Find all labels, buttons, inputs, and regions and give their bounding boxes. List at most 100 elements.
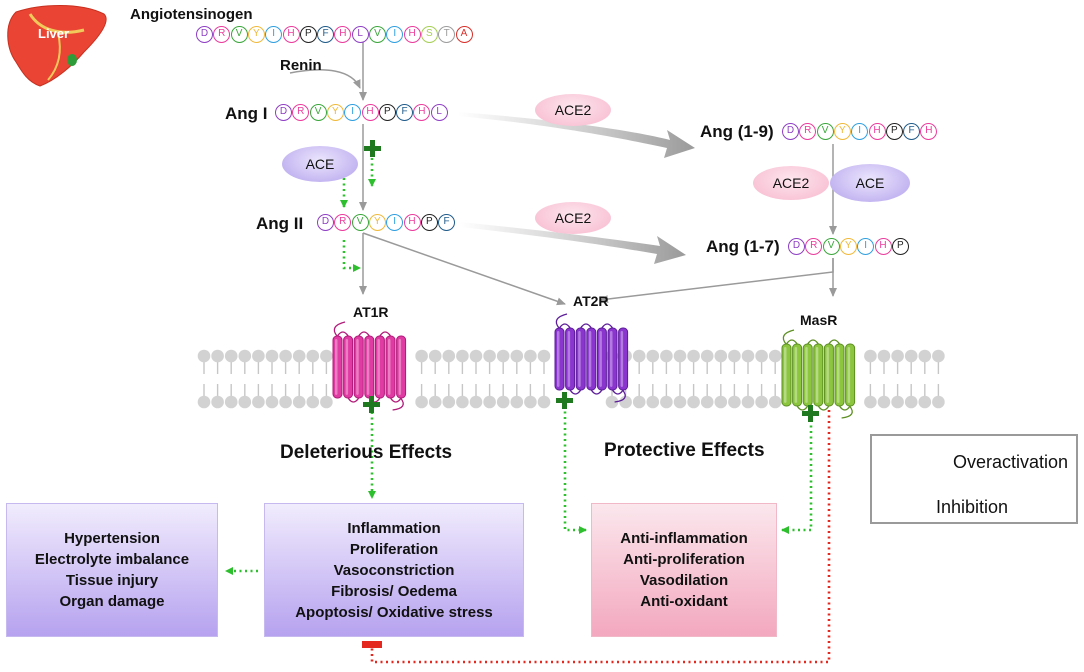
residue-bead: R — [213, 26, 231, 43]
protective-effects-box: Anti-inflammation Anti-proliferation Vas… — [591, 503, 777, 637]
protective-item: Vasodilation — [639, 572, 729, 589]
residue-bead: A — [455, 26, 473, 43]
residue-bead: S — [420, 26, 438, 43]
outcome-item: Tissue injury — [65, 572, 159, 589]
residue-bead: Y — [839, 238, 857, 255]
ang2-overactivation-arrow — [342, 240, 361, 272]
renin-label: Renin — [280, 57, 322, 74]
inhibition-bar — [362, 641, 382, 648]
liver-label: Liver — [38, 26, 70, 41]
plus-icon — [556, 392, 573, 409]
residue-bead: H — [403, 26, 421, 43]
residue-bead: H — [874, 238, 892, 255]
deleterious-item: Vasoconstriction — [333, 561, 455, 579]
ang2-to-at2r-arrow — [362, 232, 566, 306]
residue-bead: Y — [326, 104, 344, 121]
ang2-label: Ang II — [256, 214, 304, 233]
at2r-to-protective-arrow — [563, 406, 587, 534]
deleterious-item: Fibrosis/ Oedema — [331, 582, 457, 600]
ace2-conversion-arrow-ang1 — [458, 112, 695, 158]
residue-bead: D — [782, 123, 799, 140]
residue-bead: I — [851, 123, 869, 140]
residue-bead: D — [317, 214, 334, 231]
legend-inhibition-label: Inhibition — [936, 497, 1009, 517]
plus-icon — [363, 396, 380, 413]
ang17-to-at2r-arrow — [599, 258, 834, 304]
residue-bead: V — [822, 238, 840, 255]
ang17-label: Ang (1-7) — [706, 237, 780, 256]
outcome-item: Electrolyte imbalance — [34, 551, 190, 568]
legend-overactivation-label: Overactivation — [953, 452, 1069, 472]
protective-item: Anti-proliferation — [623, 551, 745, 568]
residue-bead: D — [788, 238, 805, 255]
residue-bead: Y — [833, 123, 851, 140]
at2r-receptor — [554, 313, 629, 403]
residue-bead: V — [230, 26, 248, 43]
ace-enzyme-right: ACE — [830, 164, 910, 202]
residue-bead: H — [920, 123, 938, 140]
deleterious-item: Inflammation — [347, 519, 441, 537]
residue-bead: I — [344, 104, 362, 121]
angiotensinogen-label: Angiotensinogen — [130, 6, 253, 23]
ace2-conversion-arrow-ang2 — [460, 222, 686, 264]
liver-icon — [7, 5, 107, 87]
residue-bead: H — [334, 26, 352, 43]
residue-bead: R — [292, 104, 310, 121]
deleterious-effects-box: Inflammation Proliferation Vasoconstrict… — [264, 503, 524, 637]
residue-bead: Y — [368, 214, 386, 231]
residue-bead: D — [196, 26, 213, 43]
residue-bead: T — [438, 26, 456, 43]
residue-bead: R — [799, 123, 817, 140]
residue-bead: P — [420, 214, 438, 231]
residue-bead: I — [857, 238, 875, 255]
residue-bead: F — [438, 214, 456, 231]
residue-bead: P — [299, 26, 317, 43]
protective-item: Anti-oxidant — [640, 593, 728, 610]
plus-icon — [364, 140, 381, 157]
ace-enzyme: ACE — [282, 146, 358, 182]
masr-inhibition-line — [370, 410, 831, 664]
residue-bead: H — [868, 123, 886, 140]
masr-to-protective-arrow — [781, 420, 813, 534]
at1r-receptor — [332, 321, 407, 411]
residue-bead: V — [369, 26, 386, 43]
deleterious-item: Proliferation — [349, 540, 439, 558]
masr-label: MasR — [800, 312, 838, 328]
outcome-item: Organ damage — [59, 593, 165, 610]
residue-bead: I — [386, 214, 404, 231]
residue-bead: V — [816, 123, 834, 140]
residue-bead: I — [386, 26, 404, 43]
residue-bead: F — [903, 123, 921, 140]
residue-bead: R — [805, 238, 823, 255]
residue-bead: H — [413, 104, 431, 121]
deleterious-item: Apoptosis/ Oxidative stress — [295, 603, 493, 621]
residue-bead: P — [378, 104, 396, 121]
outcome-item: Hypertension — [64, 530, 160, 547]
residue-bead: L — [351, 26, 369, 43]
residue-bead: D — [275, 104, 292, 121]
plus-icon — [802, 405, 819, 422]
residue-bead: F — [396, 104, 414, 121]
residue-bead: H — [403, 214, 421, 231]
residue-bead: V — [351, 214, 369, 231]
residue-bead: H — [282, 26, 300, 43]
residue-bead: P — [885, 123, 903, 140]
ace2-enzyme-right: ACE2 — [753, 166, 829, 200]
ang1-label: Ang I — [225, 104, 268, 123]
legend — [870, 434, 1078, 524]
residue-bead: I — [265, 26, 283, 43]
renin-curve-arrow — [289, 69, 361, 89]
outcomes-box: Hypertension Electrolyte imbalance Tissu… — [6, 503, 218, 637]
deleterious-effects-heading: Deleterious Effects — [280, 442, 453, 463]
cell-membrane — [197, 349, 945, 409]
ace2-enzyme-middle: ACE2 — [535, 202, 611, 234]
residue-bead: H — [361, 104, 379, 121]
ace2-enzyme-top: ACE2 — [535, 94, 611, 126]
residue-bead: R — [334, 214, 352, 231]
residue-bead: V — [309, 104, 327, 121]
at1r-label: AT1R — [353, 304, 389, 320]
at2r-label: AT2R — [573, 293, 609, 309]
ang19-label: Ang (1-9) — [700, 122, 774, 141]
